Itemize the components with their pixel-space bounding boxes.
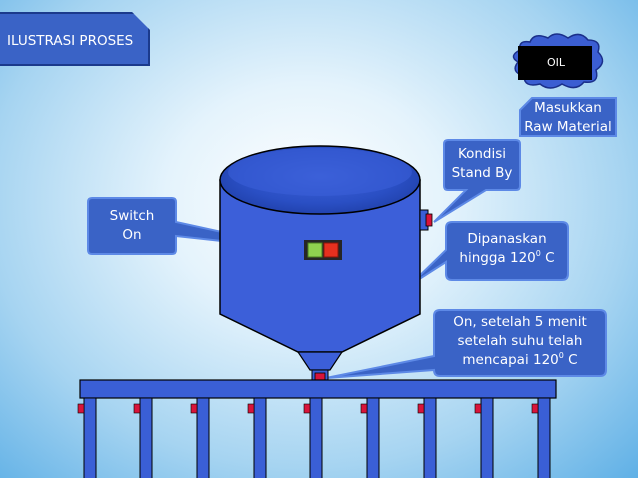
oil-cloud-icon (512, 33, 604, 89)
callout-release-line1: On, setelah 5 menit (453, 314, 587, 330)
switch-green-button[interactable] (307, 242, 323, 258)
pipe-leg (309, 397, 323, 478)
callout-standby-line2: Stand By (451, 165, 513, 181)
pipe-leg (480, 397, 494, 478)
callout-standby-shape (433, 139, 521, 223)
callout-release-line2: setelah suhu telah (457, 333, 583, 349)
nozzle-icon (303, 403, 311, 414)
callout-release-shape (325, 309, 607, 379)
oil-label: OIL (546, 56, 566, 69)
pipe-leg (83, 397, 97, 478)
callout-standby-line1: Kondisi (457, 146, 507, 162)
nozzle-icon (360, 403, 368, 414)
callout-heat-shape (409, 221, 569, 286)
slide-title: ILUSTRASI PROSES (0, 12, 150, 66)
callout-release: On, setelah 5 menit setelah suhu telah m… (434, 313, 606, 370)
nozzle-icon (77, 403, 85, 414)
pipe-leg (366, 397, 380, 478)
nozzle-icon (190, 403, 198, 414)
nozzle-icon (247, 403, 255, 414)
callout-raw-line1: Masukkan (534, 100, 602, 116)
callout-switch-line2: On (122, 227, 142, 243)
callout-raw-line2: Raw Material (524, 119, 612, 135)
nozzle-icon (474, 403, 482, 414)
callout-switch: Switch On (88, 207, 176, 245)
nozzle-icon (531, 403, 539, 414)
nozzle-icon (417, 403, 425, 414)
switch-red-button[interactable] (323, 242, 339, 258)
callout-heat-line1: Dipanaskan (467, 231, 547, 247)
side-valve-icon (419, 209, 433, 231)
pipe-leg (423, 397, 437, 478)
switch-box-icon[interactable] (304, 240, 342, 260)
callout-raw-material-shape (519, 97, 617, 137)
nozzle-icon (133, 403, 141, 414)
tank (219, 145, 421, 371)
pipe-leg (196, 397, 210, 478)
pipe-leg (139, 397, 153, 478)
distribution-pipe (77, 379, 557, 478)
pipe-leg (537, 397, 551, 478)
pipe-leg (253, 397, 267, 478)
callout-heat: Dipanaskan hingga 1200 C (446, 230, 568, 268)
callout-heat-line2: hingga 1200 C (459, 248, 555, 266)
callout-raw-material: Masukkan Raw Material (516, 99, 620, 137)
oil-label-box (518, 46, 592, 80)
callout-switch-line1: Switch (109, 208, 155, 224)
callout-release-line3: mencapai 1200 C (462, 350, 578, 368)
callout-standby: Kondisi Stand By (444, 145, 520, 183)
